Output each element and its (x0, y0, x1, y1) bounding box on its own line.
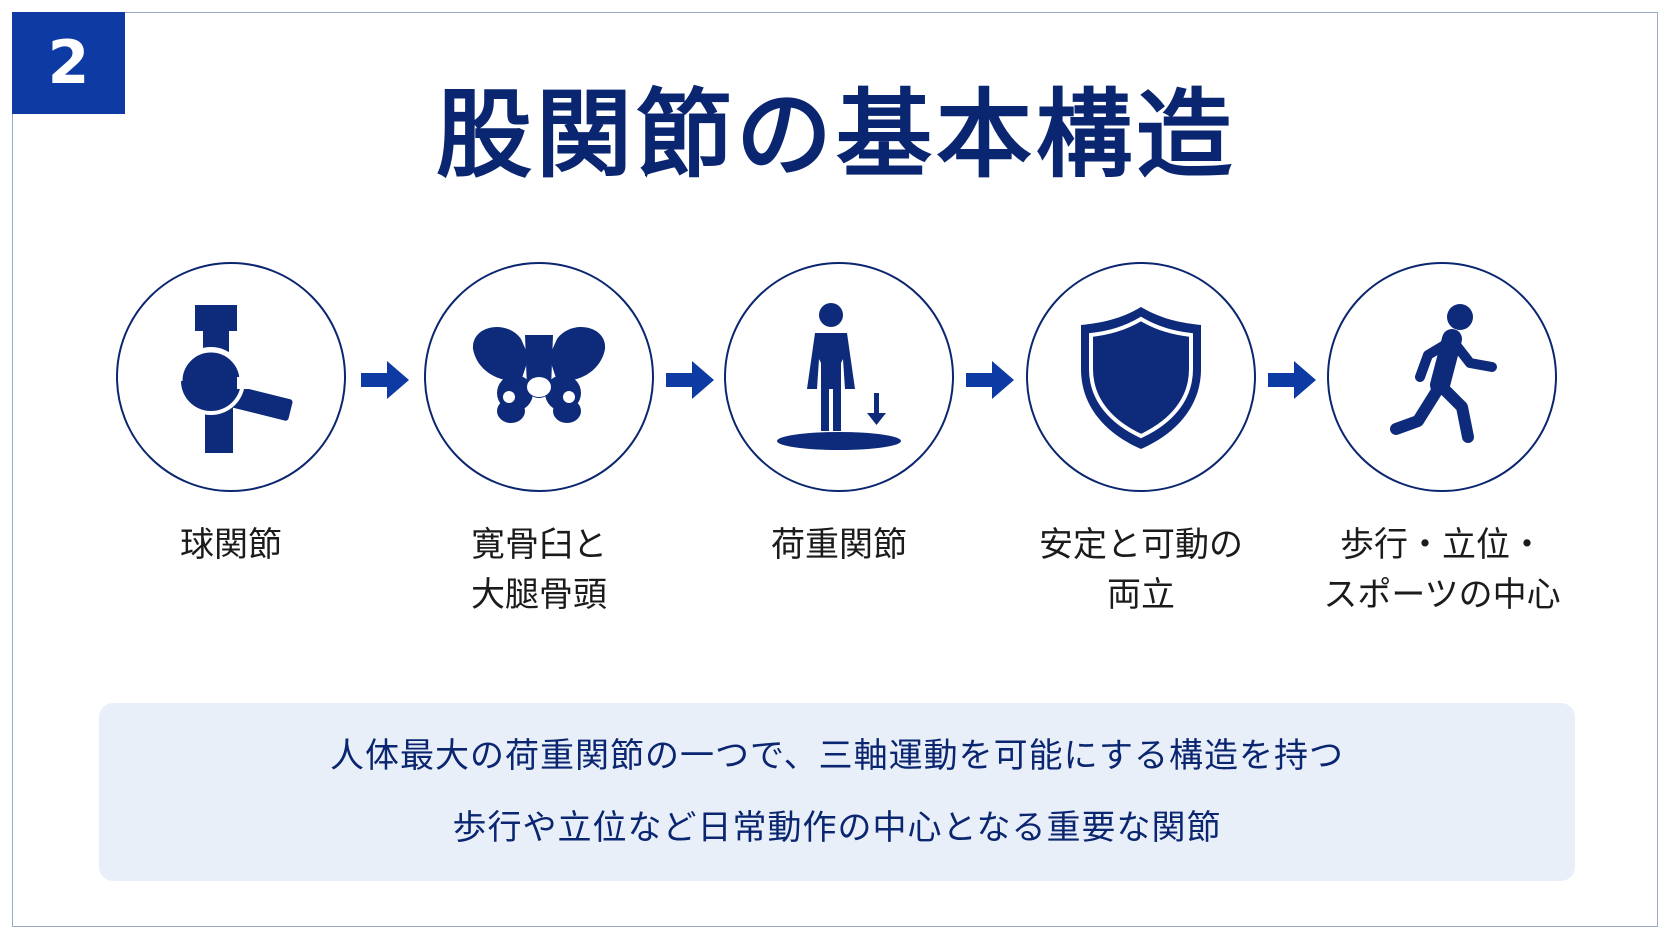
step-stability-mobility: 安定と可動の 両立 (986, 262, 1296, 620)
step-walking-standing-sports: 歩行・立位・ スポーツの中心 (1287, 262, 1597, 620)
hip-joint-icon (177, 305, 293, 453)
step-label: 球関節 (180, 525, 282, 565)
step-label: 荷重関節 (771, 525, 907, 565)
step-acetabulum-femoral-head: 寛骨臼と 大腿骨頭 (384, 262, 694, 620)
slide-frame (12, 12, 1658, 927)
arrow-right-icon (966, 361, 1014, 399)
step-circle (724, 262, 954, 492)
step-label: 寛骨臼と 大腿骨頭 (471, 525, 607, 615)
step-ball-joint: 球関節 (76, 262, 386, 570)
shield-icon (1081, 307, 1201, 449)
step-circle (116, 262, 346, 492)
walking-person-icon (1390, 304, 1497, 443)
summary-line-2: 歩行や立位など日常動作の中心となる重要な関節 (452, 808, 1222, 848)
summary-line-1: 人体最大の荷重関節の一つで、三軸運動を可能にする構造を持つ (330, 736, 1344, 776)
arrow-right-icon (1268, 361, 1316, 399)
standing-person-load-icon (777, 303, 901, 450)
step-circle (1026, 262, 1256, 492)
step-circle (1327, 262, 1557, 492)
page-title: 股関節の基本構造 (436, 79, 1236, 191)
slide-number-badge: 2 (12, 12, 125, 114)
summary-panel: 人体最大の荷重関節の一つで、三軸運動を可能にする構造を持つ 歩行や立位など日常動… (99, 703, 1575, 881)
pelvis-icon (472, 326, 606, 423)
step-load-bearing-joint: 荷重関節 (684, 262, 994, 570)
arrow-right-icon (361, 361, 409, 399)
step-label: 安定と可動の 両立 (1039, 525, 1243, 615)
arrow-right-icon (666, 361, 714, 399)
step-circle (424, 262, 654, 492)
step-label: 歩行・立位・ スポーツの中心 (1323, 525, 1561, 615)
